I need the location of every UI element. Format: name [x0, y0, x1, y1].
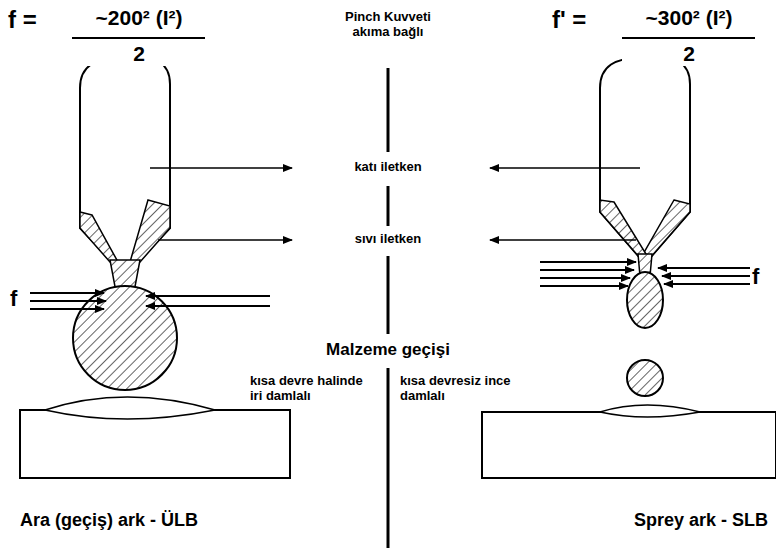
force-note: Pinch Kuvveti akıma bağlı — [328, 10, 448, 40]
caption-label: Sprey ark - SLB — [528, 510, 768, 531]
section-title: Malzeme geçişi — [300, 340, 476, 360]
formula-denominator: 2 — [622, 42, 756, 66]
formula-numerator: ~300² (I²) — [622, 6, 756, 30]
formula-text: f' = — [552, 6, 624, 34]
transfer-note: kısa devre halinde iri damlalı — [250, 374, 378, 404]
transfer-note: kısa devresiz ince damlalı — [400, 374, 520, 404]
part-label: sıvı iletken — [318, 232, 458, 247]
formula-numerator: ~200² (I²) — [72, 6, 206, 30]
formula-denominator: 2 — [72, 42, 206, 66]
part-label: katı iletken — [318, 160, 458, 175]
force-symbol: f — [752, 264, 772, 289]
formula-text: f = — [8, 6, 70, 34]
force-symbol: f — [10, 286, 30, 311]
caption-label: Ara (geçiş) ark - ÜLB — [20, 510, 320, 531]
